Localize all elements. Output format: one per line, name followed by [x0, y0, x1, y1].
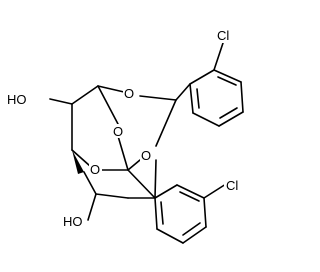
upper-chlorophenyl-ring [189, 39, 244, 127]
bond [49, 98, 73, 105]
bond [156, 228, 184, 244]
c-cl-bond [203, 183, 227, 199]
oxygen-label-acetal-upper: O [124, 86, 134, 101]
bond [97, 85, 119, 125]
molecule-drawing: Cl Cl O O O O HO HO [6, 28, 244, 244]
wedge-bond [72, 150, 84, 174]
bond [192, 112, 220, 127]
bond [189, 69, 215, 85]
bond [97, 85, 125, 93]
structure-diagram: Cl Cl O O O O HO HO [6, 28, 244, 244]
bond [154, 184, 178, 199]
bond [218, 111, 244, 127]
aromatic-bond [219, 107, 238, 119]
bond [203, 197, 207, 228]
bond [154, 197, 158, 230]
bond [182, 226, 207, 244]
bond [139, 95, 177, 101]
c-cl-bond [213, 39, 225, 71]
bond [83, 171, 97, 195]
bond [127, 159, 141, 171]
bond [213, 69, 242, 83]
bond [155, 99, 177, 147]
bond [175, 83, 191, 101]
aromatic-bond [217, 76, 237, 86]
oxygen-label-acetal-lower: O [141, 148, 151, 163]
bond [117, 135, 129, 171]
hydroxyl-label-upper: HO [7, 92, 27, 107]
chlorine-label-top: Cl [217, 28, 229, 43]
atom-labels: Cl Cl O O O O HO HO [6, 28, 244, 229]
oxygen-label-bridge-upper: O [113, 124, 123, 139]
lower-chlorophenyl-ring [154, 183, 227, 244]
bond [95, 193, 129, 199]
hydroxyl-label-lower: HO [63, 214, 83, 229]
bicyclic-core [49, 83, 191, 221]
oxygen-label-bridge-lower: O [90, 162, 100, 177]
aromatic-bond [179, 191, 200, 202]
chlorine-label-bottom: Cl [226, 178, 238, 193]
aromatic-bond [196, 88, 200, 109]
bond [71, 149, 91, 167]
bond [189, 83, 194, 114]
bond [240, 81, 244, 113]
bond [71, 85, 99, 105]
bond [176, 184, 205, 199]
aromatic-bond [160, 201, 164, 225]
aromatic-bond [182, 222, 201, 236]
bond [87, 193, 97, 221]
bond [154, 159, 157, 199]
bond [127, 169, 156, 199]
